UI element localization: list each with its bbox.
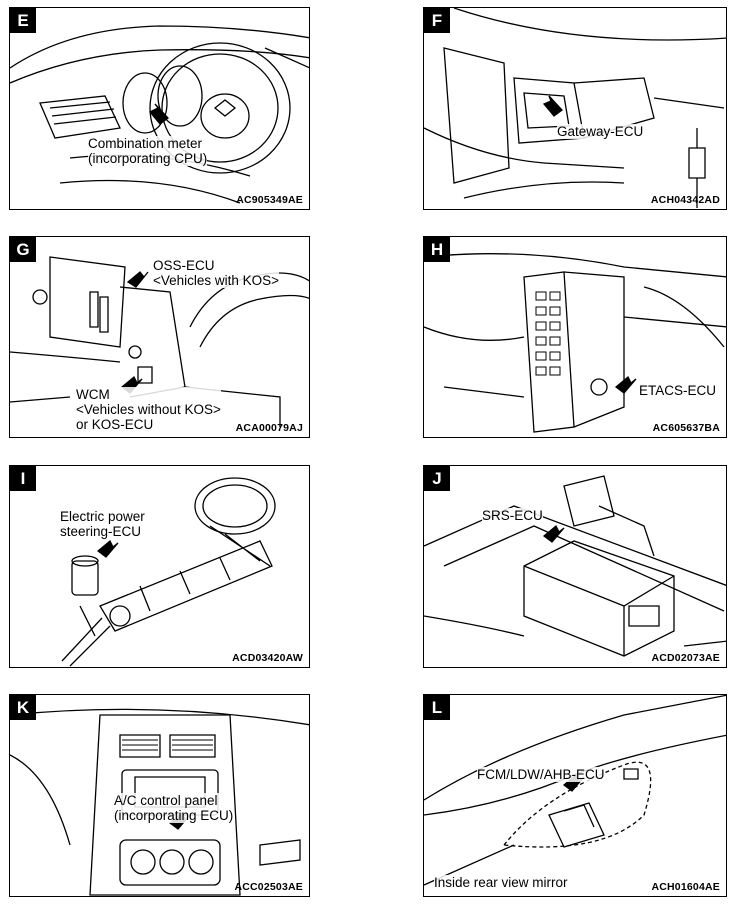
panel-letter: L (424, 695, 450, 720)
gateway-area-illustration (424, 8, 727, 210)
figure-code: ACH04342AD (650, 194, 720, 206)
panel-j: J SRS-ECU ACD02073AE (423, 465, 727, 668)
callout-oss-ecu: OSS-ECU<Vehicles with KOS> (153, 258, 280, 288)
callout-combination-meter: Combination meter(incorporating CPU) (88, 136, 208, 166)
rear-view-mirror-illustration (424, 695, 727, 897)
callout-srs-ecu: SRS-ECU (482, 508, 543, 523)
panel-h: H ETACS-ECU AC605637BA (423, 236, 727, 438)
callout-ac-panel: A/C control panel(incorporating ECU) (114, 793, 234, 823)
srs-ecu-illustration (424, 466, 727, 668)
etacs-fusebox-illustration (424, 237, 727, 438)
figure-code: ACA00079AJ (235, 422, 303, 434)
panel-k: K A/C control panel(incorporating ECU) A… (9, 694, 310, 897)
panel-g: G OSS-ECU<Vehicles with KOS> WCM<Vehicle… (9, 236, 310, 438)
figure-code: AC605637BA (652, 422, 720, 434)
panel-letter: G (10, 237, 36, 262)
callout-fcm-ldw-ahb-ecu: FCM/LDW/AHB-ECU (477, 767, 605, 782)
figure-code: ACH01604AE (651, 881, 720, 893)
callout-etacs-ecu: ETACS-ECU (639, 383, 717, 398)
panel-l: L FCM/LDW/AHB-ECU Inside rear view mirro… (423, 694, 727, 897)
panel-letter: K (10, 695, 36, 720)
panel-e: E Combination meter(incorporating CPU) A… (9, 7, 310, 210)
panel-f: F Gateway-ECU ACH04342AD (423, 7, 727, 210)
panel-letter: I (10, 466, 36, 491)
center-console-illustration (10, 695, 310, 897)
steering-column-illustration (10, 466, 310, 668)
callout-rear-view-mirror: Inside rear view mirror (434, 875, 568, 890)
callout-gateway-ecu: Gateway-ECU (557, 124, 644, 139)
figure-code: ACD03420AW (232, 652, 303, 664)
callout-wcm: WCM<Vehicles without KOS>or KOS-ECU (76, 387, 221, 432)
figure-code: ACC02503AE (234, 881, 303, 893)
panel-letter: E (10, 8, 36, 33)
figure-code: ACD02073AE (651, 652, 720, 664)
dashboard-steering-illustration (10, 8, 310, 210)
panel-letter: F (424, 8, 450, 33)
figure-code: AC905349AE (236, 194, 303, 206)
panel-letter: H (424, 237, 450, 262)
panel-letter: J (424, 466, 450, 491)
